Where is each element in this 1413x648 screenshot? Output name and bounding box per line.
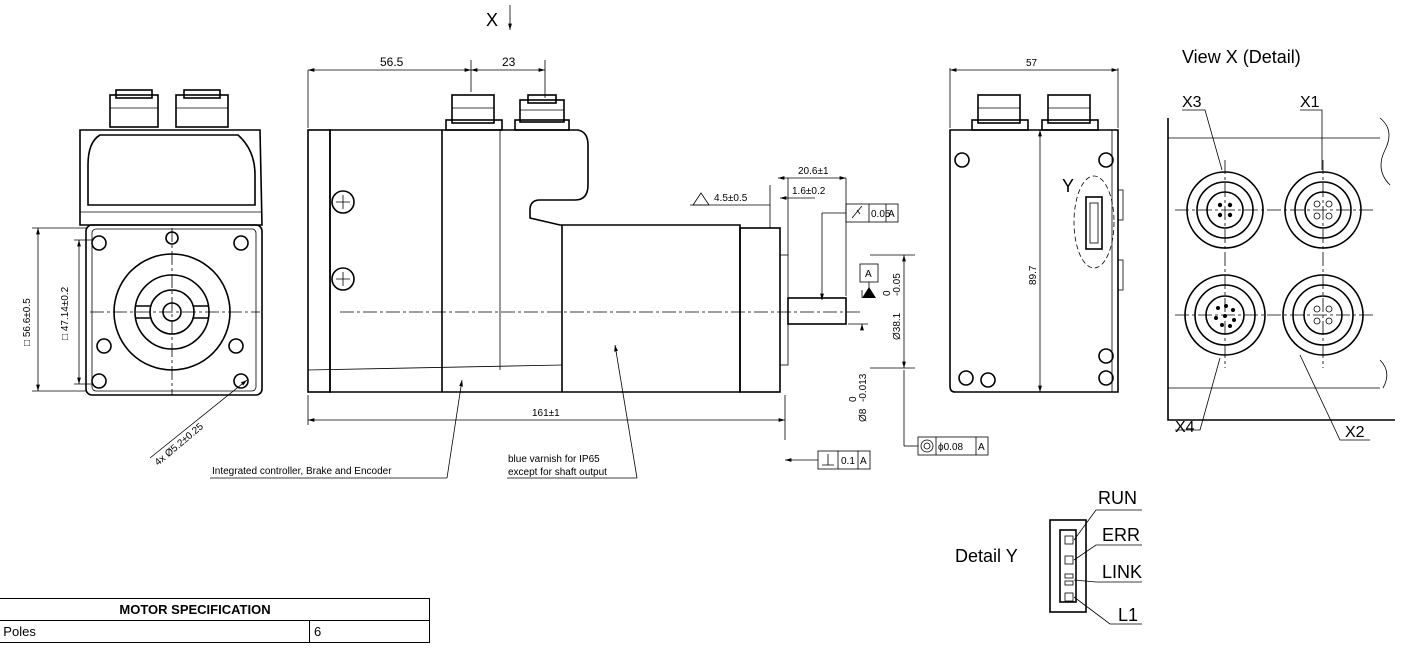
led-link: LINK [1102, 562, 1142, 582]
dim-1-6: 1.6±0.2 [792, 186, 826, 197]
label-x4: X4 [1175, 419, 1195, 436]
dim-161: 161±1 [532, 408, 560, 419]
datum-label: A [865, 269, 872, 280]
led-run: RUN [1098, 488, 1137, 508]
dim-56-5: 56.5 [380, 55, 404, 69]
view-x-title: View X (Detail) [1182, 47, 1301, 67]
table-row: No. of Poles 6 [0, 620, 430, 643]
dim-47-14: □ 47.14±0.2 [60, 286, 71, 340]
spec-title: MOTOR SPECIFICATION [0, 598, 430, 621]
output-tol-dn: -0.013 [858, 373, 869, 402]
detail-y [1049, 509, 1142, 625]
view-x-detail [1167, 109, 1395, 441]
label-x3: X3 [1182, 94, 1202, 111]
detail-y-title: Detail Y [955, 546, 1018, 566]
rear-view [949, 68, 1124, 393]
shaft-tol-dn: -0.05 [892, 273, 903, 296]
dim-56-6: □ 56.6±0.5 [22, 298, 33, 346]
led-err: ERR [1102, 525, 1140, 545]
dim-89-7: 89.7 [1028, 265, 1039, 285]
motor-spec-table: MOTOR SPECIFICATION No. of Poles 6 [0, 598, 430, 643]
label-y: Y [1062, 176, 1074, 196]
spec-label: No. of Poles [0, 620, 310, 643]
led-l1: L1 [1118, 605, 1138, 625]
front-view [32, 89, 263, 459]
controller-label: Integrated controller, Brake and Encoder [212, 466, 392, 477]
shaft-diameter: Ø38.1 [892, 312, 903, 340]
concentricity-datum: A [978, 442, 985, 453]
dim-holes: 4x Ø5.2±0.25 [153, 421, 206, 468]
output-diameter: Ø8 [858, 408, 869, 422]
dim-57: 57 [1026, 58, 1038, 69]
label-x2: X2 [1345, 424, 1365, 441]
runout-datum: A [888, 209, 895, 220]
varnish-label-2: except for shaft output [508, 467, 607, 478]
runout-value: 0.05 [871, 209, 891, 220]
perpendicularity-datum: A [860, 456, 867, 467]
spec-value: 6 [309, 620, 430, 643]
output-tol-up: 0 [848, 396, 859, 402]
view-arrow-label: X [486, 10, 498, 30]
side-view [210, 5, 989, 479]
dim-20-6: 20.6±1 [798, 166, 829, 177]
perpendicularity-value: 0.1 [841, 456, 855, 467]
concentricity-value: ϕ0.08 [938, 442, 964, 453]
shaft-tol-up: 0 [882, 290, 893, 296]
label-x1: X1 [1300, 94, 1320, 111]
varnish-label-1: blue varnish for IP65 [508, 454, 600, 465]
dim-23: 23 [502, 55, 516, 69]
dim-4-5: 4.5±0.5 [714, 193, 748, 204]
